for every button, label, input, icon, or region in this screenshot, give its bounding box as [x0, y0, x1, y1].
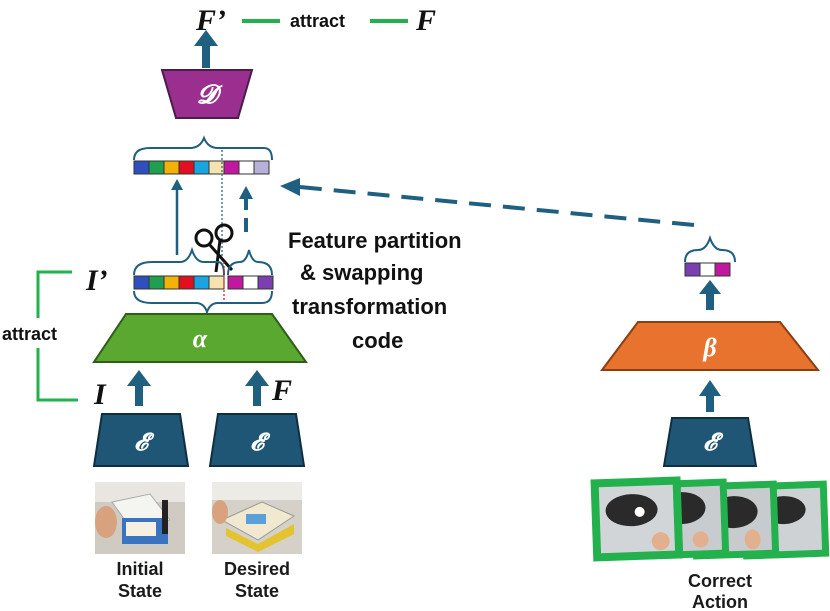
encoder-block-action: [662, 417, 758, 467]
partition-text-line1: Feature partition: [288, 228, 462, 253]
i-prime-label: I’: [85, 264, 108, 297]
initial-caption-line1: Initial: [116, 559, 163, 579]
attract-side-bg: [0, 318, 76, 348]
initial-state-image: [95, 482, 185, 554]
scissors-icon: [194, 223, 234, 273]
arrow-up-icon: [245, 370, 269, 406]
desired-caption-line1: Desired: [224, 559, 290, 579]
action-frames: [590, 476, 830, 562]
f-prime-label: F’: [195, 4, 226, 37]
alpha-symbol: α: [193, 324, 208, 353]
i-label: I: [93, 378, 107, 411]
correct-caption-line1: Correct: [688, 571, 752, 591]
correct-caption-line2: Action: [692, 592, 748, 611]
brace-icon: [227, 249, 273, 276]
brace-icon: [684, 234, 736, 263]
arrow-up-icon: [194, 30, 218, 68]
encoder-block-initial: [92, 413, 190, 467]
arrow-up-icon: [699, 280, 721, 310]
brace-icon: [133, 246, 225, 276]
partition-text-line4: code: [352, 328, 403, 353]
encoder-block-desired: [208, 413, 306, 467]
f-label: F: [271, 374, 292, 407]
arrow-up-icon: [171, 179, 183, 190]
dashed-transfer-arrow: [299, 185, 695, 227]
alpha-block: [92, 313, 308, 363]
desired-caption-line2: State: [235, 581, 279, 601]
brace-icon: [133, 135, 273, 161]
arrow-up-icon: [127, 370, 151, 406]
desired-state-image: [212, 482, 302, 554]
beta-block: [600, 321, 821, 371]
swap-code-vector: [227, 275, 274, 290]
beta-symbol: β: [702, 333, 717, 362]
partition-text-line3: transformation: [292, 294, 447, 319]
attract-top-label: attract: [290, 11, 345, 31]
decoder-block: [160, 69, 254, 119]
brace-icon: [133, 290, 273, 316]
partition-text-line2: & swapping: [300, 260, 423, 285]
beta-code-vector: [684, 262, 731, 277]
attract-side-label: attract: [2, 324, 57, 344]
i-prime-feature-vector: [133, 275, 225, 290]
arrow-left-icon: [280, 178, 300, 196]
combined-feature-vector: [133, 160, 270, 175]
arrow-up-icon: [239, 186, 253, 199]
arrow-up-icon: [699, 380, 721, 412]
initial-caption-line2: State: [118, 581, 162, 601]
f-top-label: F: [415, 4, 436, 37]
